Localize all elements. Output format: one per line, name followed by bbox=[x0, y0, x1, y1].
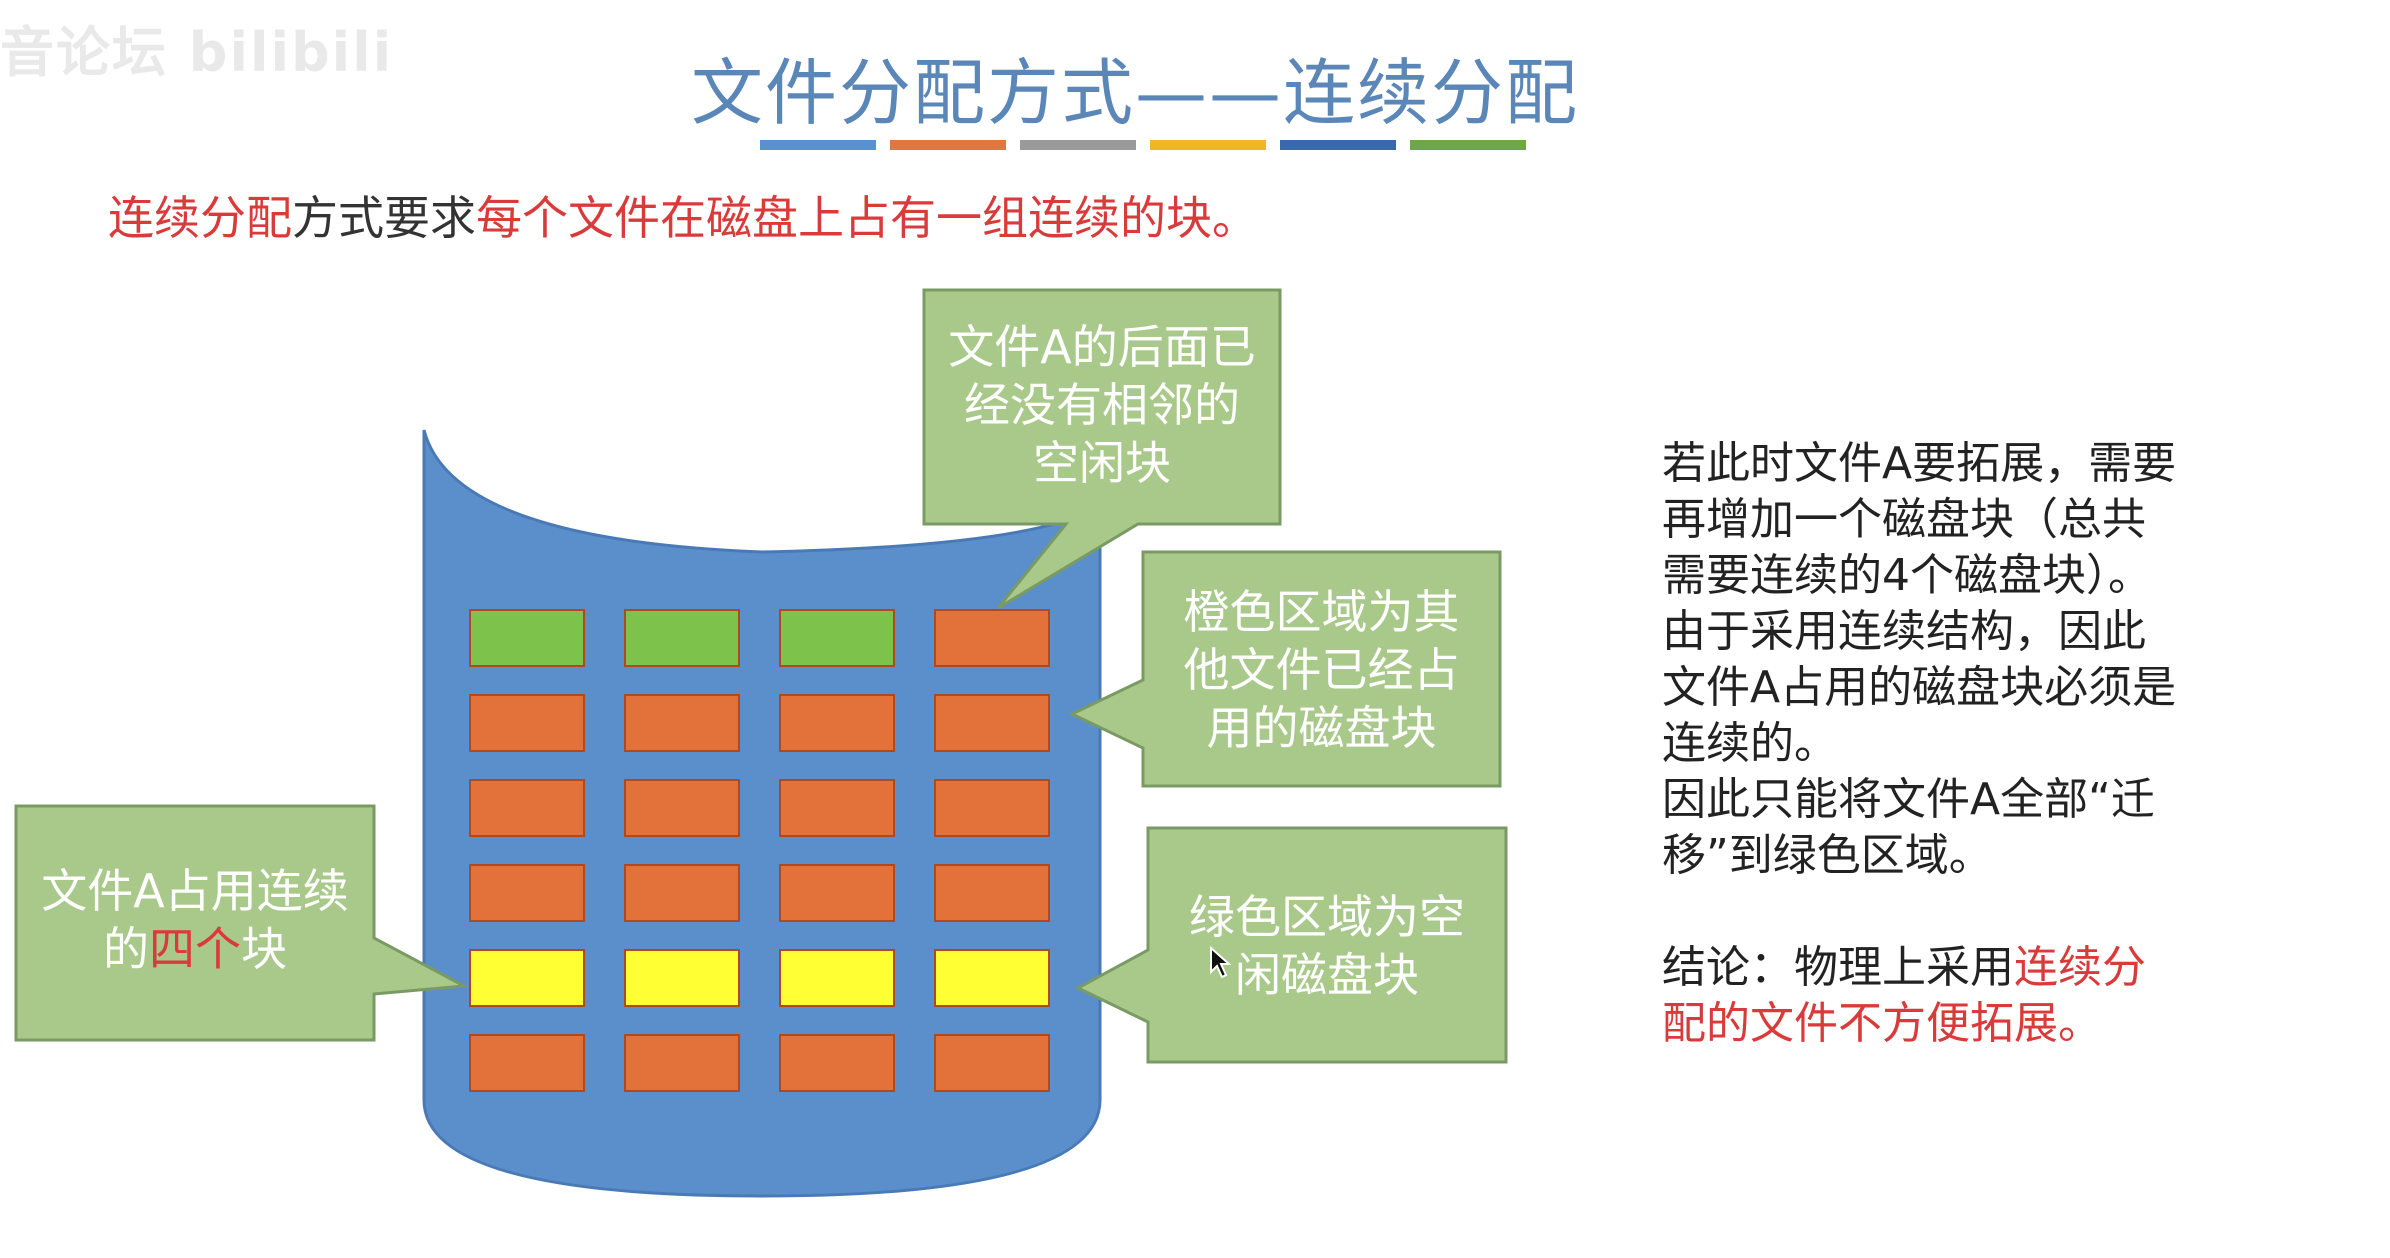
disk-block-used bbox=[779, 864, 895, 922]
explanation-line: 由于采用连续结构，因此 bbox=[1662, 606, 2146, 657]
disk-block-file-a bbox=[779, 949, 895, 1007]
conclusion-emphasis: 连续分 bbox=[2014, 942, 2146, 993]
title-stripe bbox=[890, 140, 1006, 150]
title-stripe bbox=[760, 140, 876, 150]
callout-text-part: 的 bbox=[103, 922, 149, 976]
disk-block-used bbox=[624, 779, 740, 837]
title-stripe bbox=[1280, 140, 1396, 150]
disk-block-used bbox=[469, 864, 585, 922]
disk-block-used bbox=[624, 1034, 740, 1092]
intro-middle: 方式要求 bbox=[292, 191, 476, 245]
disk-block-used bbox=[624, 864, 740, 922]
callout-file-a-text: 文件A占用连续 的四个块 bbox=[16, 862, 374, 978]
disk-block-used bbox=[934, 864, 1050, 922]
callout-line: 经没有相邻的 bbox=[964, 378, 1240, 432]
title-stripe bbox=[1150, 140, 1266, 150]
callout-line: 用的磁盘块 bbox=[1206, 701, 1437, 755]
mouse-cursor-icon bbox=[1210, 946, 1231, 979]
intro-sentence: 连续分配方式要求每个文件在磁盘上占有一组连续的块。 bbox=[108, 182, 1258, 248]
explanation-line: 若此时文件A要拓展，需要 bbox=[1662, 438, 2177, 489]
title-stripe bbox=[1410, 140, 1526, 150]
disk-block-used bbox=[779, 779, 895, 837]
disk-cylinder bbox=[422, 429, 1102, 1198]
disk-block-free bbox=[779, 609, 895, 667]
callout-orange bbox=[1068, 550, 1502, 788]
intro-keyword: 连续分配 bbox=[108, 191, 292, 245]
slide-title: 文件分配方式——连续分配 bbox=[690, 51, 1579, 135]
callout-file-a bbox=[14, 804, 470, 1042]
disk-block-used bbox=[779, 694, 895, 752]
disk-block-used bbox=[934, 694, 1050, 752]
explanation-line: 再增加一个磁盘块（总共 bbox=[1662, 494, 2146, 545]
spacer bbox=[1662, 884, 2222, 940]
disk-block-used bbox=[934, 609, 1050, 667]
callout-orange-text: 橙色区域为其 他文件已经占 用的磁盘块 bbox=[1143, 583, 1500, 757]
explanation-line: 文件A占用的磁盘块必须是 bbox=[1662, 662, 2177, 713]
callout-line: 空闲块 bbox=[1033, 436, 1171, 490]
disk-block-free bbox=[469, 609, 585, 667]
disk-block-used bbox=[469, 779, 585, 837]
callout-line: 文件A占用连续 bbox=[41, 864, 349, 918]
disk-block-used bbox=[469, 694, 585, 752]
disk-block-used bbox=[624, 694, 740, 752]
explanation-line: 移”到绿色区域。 bbox=[1662, 830, 1993, 881]
disk-block-file-a bbox=[934, 949, 1050, 1007]
callout-no-adjacent bbox=[922, 288, 1282, 610]
explanation-text: 若此时文件A要拓展，需要 再增加一个磁盘块（总共 需要连续的4个磁盘块）。 由于… bbox=[1662, 436, 2222, 1052]
callout-line: 的四个块 bbox=[16, 920, 374, 978]
callout-emphasis: 四个 bbox=[149, 922, 241, 976]
disk-block-file-a bbox=[624, 949, 740, 1007]
disk-block-file-a bbox=[469, 949, 585, 1007]
explanation-line: 因此只能将文件A全部“迁 bbox=[1662, 774, 2155, 825]
explanation-line: 连续的。 bbox=[1662, 718, 1838, 769]
callout-line: 绿色区域为空 bbox=[1189, 890, 1465, 944]
explanation-line: 需要连续的4个磁盘块）。 bbox=[1662, 550, 2152, 601]
disk-block-grid bbox=[469, 609, 1050, 1092]
disk-block-used bbox=[469, 1034, 585, 1092]
disk-block-used bbox=[779, 1034, 895, 1092]
callout-line: 他文件已经占 bbox=[1183, 643, 1460, 697]
callout-line: 文件A的后面已 bbox=[948, 320, 1256, 374]
callout-green-text: 绿色区域为空 闲磁盘块 bbox=[1148, 888, 1506, 1004]
disk-block-free bbox=[624, 609, 740, 667]
disk-block-used bbox=[934, 779, 1050, 837]
callout-no-adjacent-text: 文件A的后面已 经没有相邻的 空闲块 bbox=[924, 318, 1280, 492]
callout-line: 橙色区域为其 bbox=[1183, 585, 1460, 639]
callout-line: 闲磁盘块 bbox=[1235, 948, 1419, 1002]
intro-keyword-2: 每个文件在磁盘上占有一组连续的块。 bbox=[476, 191, 1258, 245]
conclusion-line: 结论：物理上采用连续分 bbox=[1662, 940, 2222, 996]
conclusion-text: 结论：物理上采用 bbox=[1662, 942, 2014, 993]
disk-block-used bbox=[934, 1034, 1050, 1092]
callout-green bbox=[1074, 826, 1508, 1064]
title-stripe bbox=[1020, 140, 1136, 150]
callout-text-part: 块 bbox=[241, 922, 287, 976]
watermark: 音论坛 bilibili bbox=[0, 21, 394, 84]
conclusion-emphasis: 配的文件不方便拓展。 bbox=[1662, 998, 2102, 1049]
